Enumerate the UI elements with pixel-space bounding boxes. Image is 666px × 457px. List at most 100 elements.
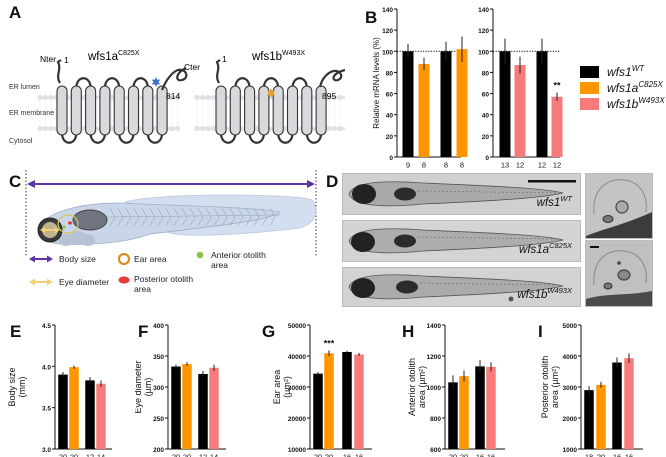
legend-item-wfs1a: wfs1aC825X bbox=[580, 80, 663, 95]
ear-photo-bottom bbox=[586, 241, 652, 306]
bar-wt bbox=[198, 373, 208, 449]
layer-label-cytosol: Cytosol bbox=[9, 138, 33, 145]
sample-size-label: 16 bbox=[355, 453, 363, 457]
y-tick-label: 10000 bbox=[288, 447, 306, 454]
legend-label-ear-area: Ear area bbox=[134, 254, 167, 264]
posterior-otolith-legend-icon bbox=[118, 276, 130, 284]
transmembrane-helix bbox=[142, 85, 154, 136]
mutation-star-icon-wfs1b bbox=[266, 88, 276, 98]
y-tick-label: 140 bbox=[382, 7, 393, 14]
sample-size-label: 14 bbox=[210, 453, 218, 457]
y-tick-label: 300 bbox=[153, 385, 164, 392]
sample-size-label: 16 bbox=[476, 453, 484, 457]
transmembrane-helix bbox=[85, 85, 97, 136]
sample-size-label: 20 bbox=[172, 453, 180, 457]
y-tick-label: 50000 bbox=[288, 323, 306, 330]
sample-size-label: 12 bbox=[553, 161, 561, 169]
y-tick-label: 3000 bbox=[563, 385, 578, 392]
y-axis-label-unit: area (µm²) bbox=[550, 366, 560, 408]
bar-wt bbox=[536, 51, 548, 157]
y-tick-label: 1000 bbox=[563, 447, 578, 454]
transmembrane-helix bbox=[286, 85, 299, 136]
eye-diameter-legend-icon bbox=[29, 278, 53, 286]
legend-swatch-wfs1b bbox=[580, 97, 599, 110]
ear-area-legend-icon bbox=[117, 252, 131, 266]
sample-size-label: 20 bbox=[325, 453, 333, 457]
y-tick-label: 20 bbox=[482, 134, 490, 141]
bar-wt bbox=[499, 51, 511, 157]
legend-item-wfs1-wt: wfs1WT bbox=[580, 64, 644, 79]
legend-label-body-size: Body size bbox=[59, 254, 96, 264]
bar-wt bbox=[448, 382, 458, 449]
y-tick-label: 30000 bbox=[288, 385, 306, 392]
sample-size-label: 9 bbox=[406, 161, 410, 169]
y-tick-label: 800 bbox=[430, 416, 441, 423]
y-axis-label: Eye diameter bbox=[135, 360, 143, 413]
transmembrane-helix bbox=[301, 85, 313, 136]
y-axis-label: Anterior otolith bbox=[407, 358, 417, 416]
y-tick-label: 20 bbox=[386, 134, 394, 141]
larva-photo-wfs1b bbox=[343, 268, 580, 306]
transmembrane-helix bbox=[113, 85, 125, 136]
y-tick-label: 1000 bbox=[427, 385, 442, 392]
transmembrane-helix bbox=[244, 85, 256, 136]
bar-wfs1a bbox=[596, 384, 606, 449]
y-tick-label: 1200 bbox=[427, 354, 442, 361]
sample-size-label: 16 bbox=[613, 453, 621, 457]
y-tick-label: 20000 bbox=[288, 416, 306, 423]
mutation-star-icon-wfs1a bbox=[151, 77, 161, 87]
sample-size-label: 20 bbox=[183, 453, 191, 457]
micrograph-wfs1a-c825x: wfs1aC825X bbox=[342, 220, 581, 262]
y-axis-label-unit: (µm) bbox=[143, 378, 153, 397]
bar-wt bbox=[402, 51, 414, 157]
bar-wfs1b bbox=[486, 366, 496, 449]
y-tick-label: 350 bbox=[153, 354, 164, 361]
y-tick-label: 0 bbox=[485, 155, 489, 162]
y-tick-label: 400 bbox=[153, 323, 164, 330]
bar-wt bbox=[440, 51, 452, 157]
y-tick-label: 5000 bbox=[563, 323, 578, 330]
y-tick-label: 3.0 bbox=[42, 447, 51, 454]
legend-label-posterior-otolith: Posterior otolith area bbox=[134, 274, 194, 294]
panel-letter-d: D bbox=[326, 172, 339, 191]
bar-wt bbox=[475, 366, 485, 449]
micrograph-label-wt: wfs1WT bbox=[536, 194, 572, 209]
y-tick-label: 1400 bbox=[427, 323, 442, 330]
body-size-legend-icon bbox=[29, 255, 53, 263]
transmembrane-helices-wfs1b bbox=[215, 77, 327, 144]
transmembrane-helix bbox=[56, 85, 68, 136]
micrograph-label-wfs1a: wfs1aC825X bbox=[519, 241, 572, 256]
larva-photo-wt bbox=[343, 174, 580, 214]
y-axis-label: Relative mRNA levels (%) bbox=[372, 37, 381, 129]
panel-letter-g: G bbox=[262, 322, 276, 341]
bar-wt bbox=[85, 380, 95, 449]
sample-size-label: 20 bbox=[70, 453, 78, 457]
panel-letter-b: B bbox=[365, 8, 378, 27]
bar-wfs1b bbox=[514, 65, 526, 157]
panel-letter-c: C bbox=[9, 172, 22, 191]
start-residue-wfs1b: 1 bbox=[222, 54, 227, 64]
y-tick-label: 60 bbox=[482, 92, 490, 99]
y-tick-label: 60 bbox=[386, 92, 394, 99]
bar-wfs1b bbox=[96, 383, 106, 449]
bar-wfs1a bbox=[69, 367, 79, 449]
panel-letter-h: H bbox=[402, 322, 415, 341]
sample-size-label: 16 bbox=[487, 453, 495, 457]
legend-label-eye-diameter: Eye diameter bbox=[59, 277, 110, 287]
n-terminus-tail-wfs1a bbox=[56, 59, 62, 84]
y-tick-label: 4.5 bbox=[42, 323, 51, 330]
start-residue-wfs1a: 1 bbox=[64, 55, 69, 65]
y-axis-label-unit: (mm) bbox=[17, 377, 27, 398]
significance-label: *** bbox=[324, 338, 335, 348]
sample-size-label: 16 bbox=[343, 453, 351, 457]
sample-size-label: 14 bbox=[97, 453, 105, 457]
bar-wfs1a bbox=[456, 49, 468, 157]
sample-size-label: 13 bbox=[501, 161, 509, 169]
y-tick-label: 120 bbox=[478, 28, 489, 35]
sample-size-label: 12 bbox=[199, 453, 207, 457]
scale-bar bbox=[528, 180, 576, 183]
bar-wfs1b bbox=[354, 354, 364, 449]
end-residue-wfs1b: 895 bbox=[322, 91, 336, 101]
